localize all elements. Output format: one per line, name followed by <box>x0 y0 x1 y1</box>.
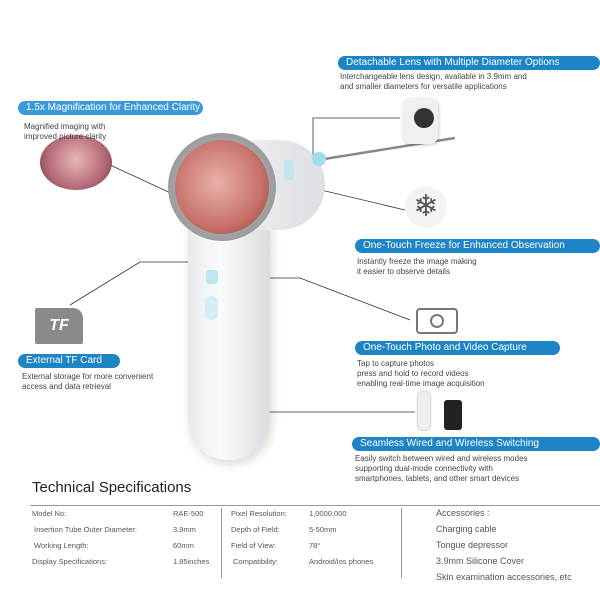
magnified-mouth-image <box>40 135 112 190</box>
specs-col-divider <box>401 508 402 578</box>
camera-icon <box>416 308 458 334</box>
spec-value: 1.85inches <box>173 557 210 566</box>
screen-image <box>175 140 269 234</box>
spec-label: Field of View: <box>231 541 276 550</box>
feature-desc-wireless: Easily switch between wired and wireless… <box>355 454 528 483</box>
freeze-button[interactable] <box>284 160 294 180</box>
feature-badge-wireless: Seamless Wired and Wireless Switching <box>352 437 600 451</box>
specs-heading: Technical Specifications <box>32 479 192 496</box>
spec-label: Working Length: <box>34 541 89 550</box>
feature-badge-magnification: 1.5x Magnification for Enhanced Clarity <box>18 101 203 115</box>
specs-col-divider <box>221 508 222 578</box>
accessory-item: Charging cable <box>436 524 497 534</box>
spec-value: 60mm <box>173 541 194 550</box>
spec-value: 3.9mm <box>173 525 196 534</box>
device-handle <box>188 200 270 460</box>
spec-value: 78° <box>309 541 321 550</box>
detachable-lens-image <box>402 98 438 144</box>
specs-divider <box>30 505 600 506</box>
power-button[interactable] <box>205 296 218 320</box>
spec-label: Insertion Tube Outer Diameter: <box>34 525 137 534</box>
spec-label: Compatibility: <box>233 557 279 566</box>
tf-card-label: TF <box>49 317 69 334</box>
feature-badge-capture: One-Touch Photo and Video Capture <box>355 341 560 355</box>
accessory-item: 3.9mm Silicone Cover <box>436 556 525 566</box>
probe-tip <box>312 152 326 166</box>
spec-label: Display Specifications: <box>32 557 108 566</box>
feature-badge-tf-card: External TF Card <box>18 354 120 368</box>
feature-desc-lens: Interchangeable lens design, available i… <box>340 72 527 91</box>
tf-card-icon: TF <box>35 308 83 344</box>
feature-badge-freeze: One-Touch Freeze for Enhanced Observatio… <box>355 239 600 253</box>
spec-value: 5-50mm <box>309 525 337 534</box>
spec-label: Depth of Field: <box>231 525 280 534</box>
phone-device-image <box>418 392 466 432</box>
feature-badge-lens: Detachable Lens with Multiple Diameter O… <box>338 56 600 70</box>
spec-label: Pixel Resolution: <box>231 509 287 518</box>
snowflake-icon: ❄ <box>405 186 447 228</box>
spec-value: RAE-500 <box>173 509 204 518</box>
accessories-label: Accessories : <box>436 508 490 518</box>
accessory-item: Skin examination accessories, etc <box>436 572 572 582</box>
accessory-item: Tongue depressor <box>436 540 509 550</box>
spec-value: Android/ios phones <box>309 557 374 566</box>
spec-value: 1,0000,000 <box>309 509 347 518</box>
camera-button[interactable] <box>206 270 218 284</box>
spec-label: Model No: <box>32 509 67 518</box>
